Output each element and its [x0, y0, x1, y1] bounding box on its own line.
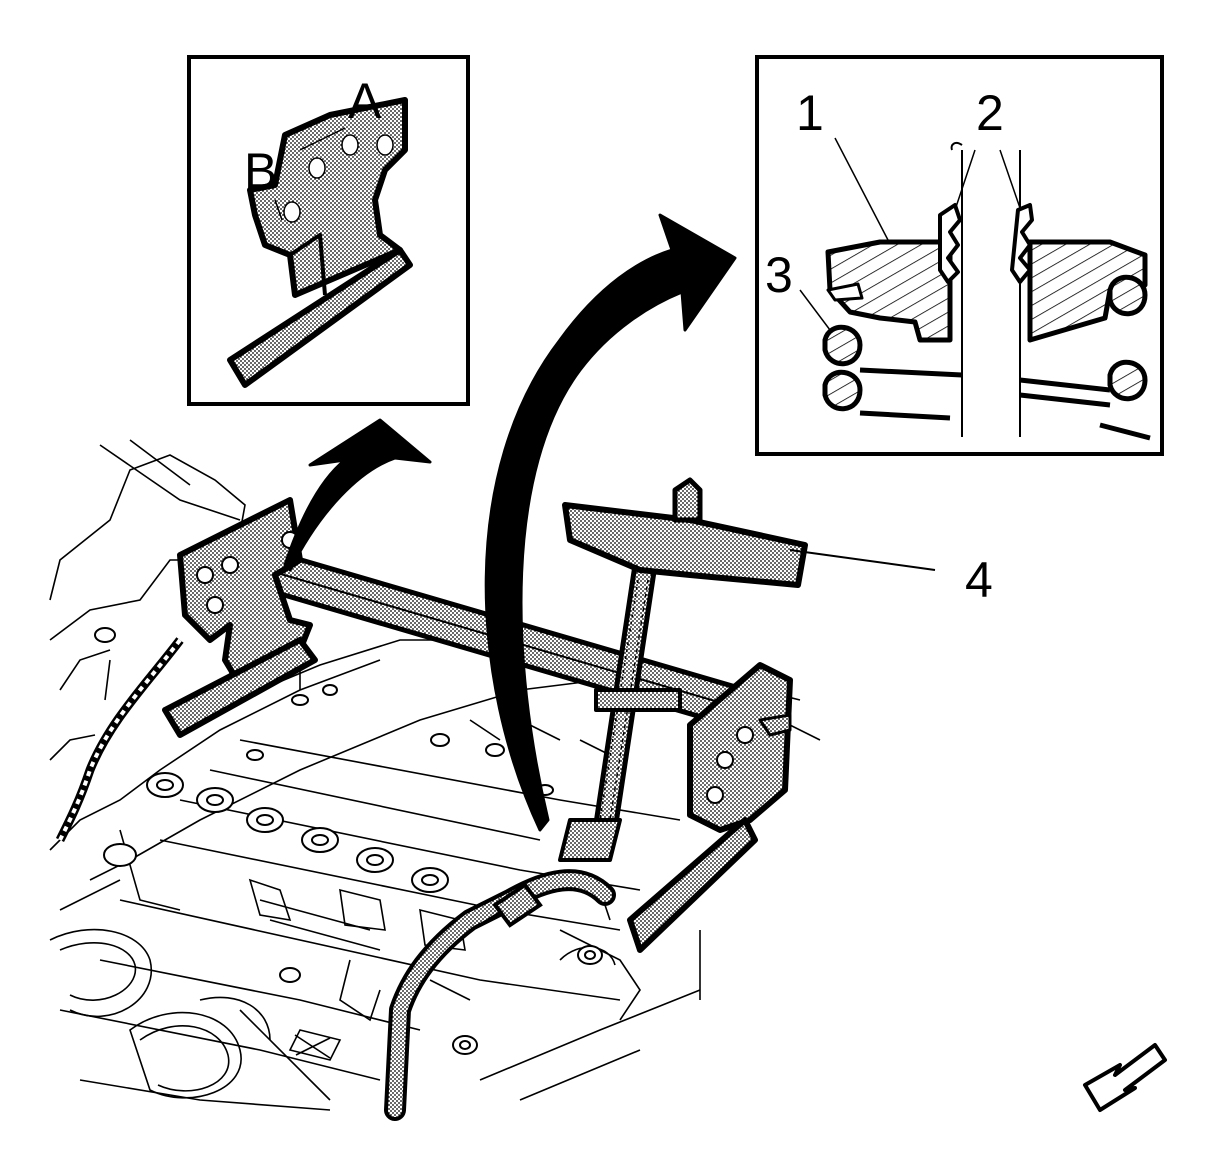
callout-3-label: 3	[765, 247, 793, 303]
right-inset: 1 2 3	[755, 55, 1164, 456]
inset-a-b-leaders	[274, 127, 346, 221]
callout-4-leader	[789, 549, 936, 571]
curved-arrow-to-right-inset	[484, 213, 737, 832]
callout-1-label: 1	[796, 85, 824, 141]
valve-bores	[94, 627, 603, 1055]
right-support-bracket	[627, 662, 793, 953]
callout-4-label: 4	[965, 552, 993, 608]
view-direction-arrow-icon	[1083, 1043, 1167, 1112]
adapter-plate	[227, 97, 413, 388]
left-support-bracket	[162, 497, 318, 738]
label-b: B	[244, 143, 277, 199]
label-a: A	[348, 73, 382, 129]
valve-stem	[950, 141, 1021, 437]
curved-arrow-to-left-inset	[283, 418, 432, 572]
left-inset: A B	[187, 55, 470, 406]
valve-spring-retainer	[825, 239, 1148, 343]
t-handle[interactable]	[562, 477, 808, 588]
valve-keepers	[938, 203, 1034, 284]
harness-connector	[492, 882, 543, 928]
timing-chain	[55, 637, 184, 843]
callout-2-label: 2	[976, 85, 1004, 141]
valve-spring-coils	[822, 274, 1151, 441]
inset-leaders	[799, 137, 1021, 331]
compressor-spindle	[558, 562, 682, 862]
plate-holes	[283, 134, 394, 223]
